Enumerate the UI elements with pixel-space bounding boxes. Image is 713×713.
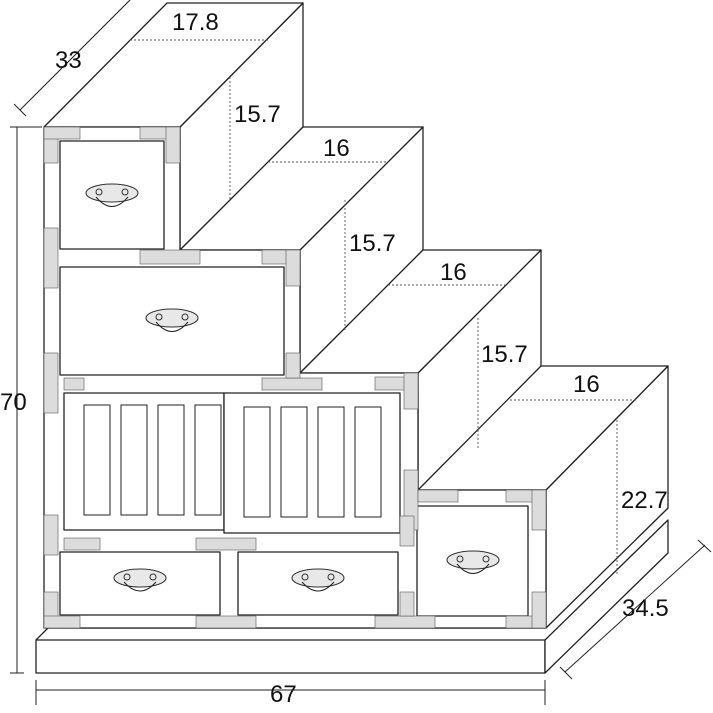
- handle-bottom-middle: [291, 568, 345, 592]
- sliding-door-right: [223, 392, 401, 534]
- handle-bottom-left: [113, 568, 167, 592]
- label-step3-height: 15.7: [481, 341, 528, 368]
- base-plinth: [35, 507, 669, 674]
- label-step1-height: 15.7: [234, 101, 281, 128]
- label-step4-height: 22.7: [621, 487, 668, 514]
- dotted-guides: [130, 39, 636, 575]
- sliding-door-left: [63, 392, 225, 531]
- dimension-labels: 17.8 33 15.7 16 15.7 16 15.7 16 22.7 70 …: [0, 9, 669, 708]
- label-step4-width: 16: [573, 371, 600, 398]
- label-step3-width: 16: [440, 259, 467, 286]
- label-step2-height: 15.7: [349, 230, 396, 257]
- dimension-lines: [10, 0, 712, 705]
- label-depth-bottom: 34.5: [622, 595, 669, 622]
- label-total-height: 70: [0, 389, 27, 416]
- metal-fittings: [43, 126, 547, 629]
- handle-wide: [145, 308, 199, 332]
- handle-bottom-right: [446, 550, 500, 574]
- label-step2-width: 16: [323, 135, 350, 162]
- label-total-width: 67: [270, 681, 297, 708]
- label-depth-top: 33: [55, 47, 82, 74]
- handle-top: [85, 183, 139, 207]
- label-top-step-width: 17.8: [172, 9, 219, 36]
